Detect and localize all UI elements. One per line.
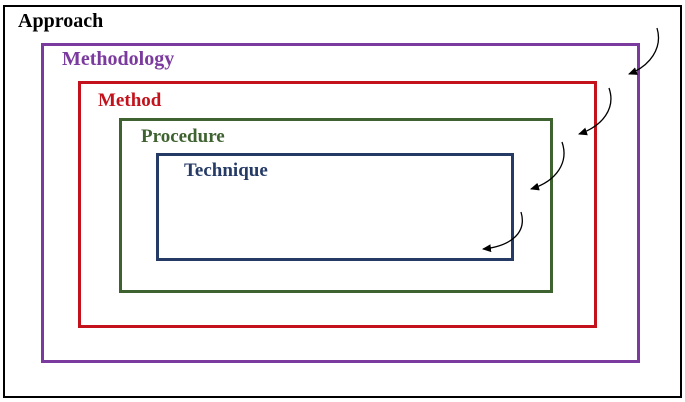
method-label: Method xyxy=(98,90,162,111)
approach-frame xyxy=(3,5,682,398)
arrow-approach-to-methodology xyxy=(628,27,659,75)
arrow-procedure-to-technique xyxy=(482,211,523,253)
approach-label: Approach xyxy=(18,10,104,32)
methodology-frame xyxy=(41,43,640,363)
technique-label: Technique xyxy=(184,160,268,181)
methodology-label: Methodology xyxy=(62,48,175,70)
technique-frame xyxy=(156,153,514,261)
method-frame xyxy=(78,81,597,328)
arrow-method-to-procedure xyxy=(530,141,565,191)
procedure-frame xyxy=(119,118,553,293)
procedure-label: Procedure xyxy=(141,126,225,147)
arrow-methodology-to-method xyxy=(578,87,612,136)
